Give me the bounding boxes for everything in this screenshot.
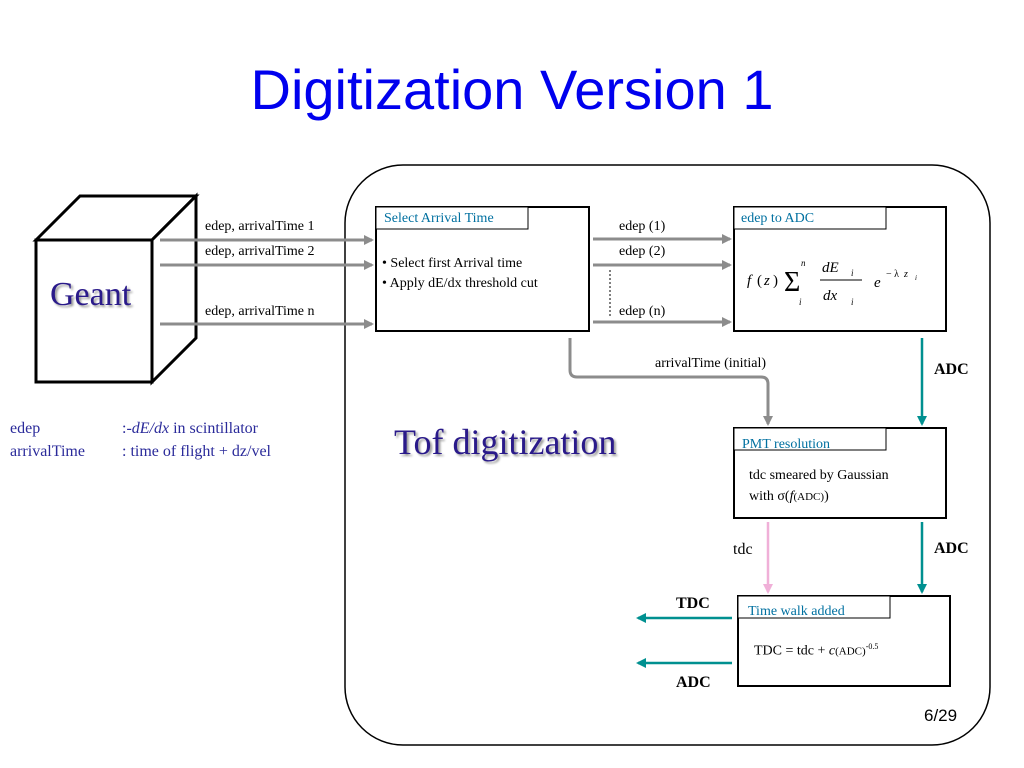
edep-label-2: edep (2) [619, 244, 666, 259]
legend-edep-def: :-dE/dx in scintillator [122, 419, 258, 440]
pmt-box-line1: tdc smeared by Gaussian [749, 468, 889, 483]
tdc-output-label: TDC [676, 595, 710, 612]
svg-text:dx: dx [823, 288, 838, 304]
pmt-line2-sub: (ADC) [793, 491, 825, 503]
svg-text:i: i [851, 297, 854, 307]
svg-text:− λ: − λ [886, 269, 899, 280]
select-box-tab [375, 206, 529, 230]
svg-text:e: e [874, 275, 881, 291]
select-box-line2: • Apply dE/dx threshold cut [382, 276, 538, 291]
geant-cube [32, 192, 200, 386]
svg-text:i: i [851, 268, 854, 278]
input-label-n: edep, arrivalTime n [205, 304, 315, 319]
timewalk-formula: TDC = tdc + c(ADC)-0.5 [754, 642, 878, 662]
adc-output-label: ADC [676, 674, 711, 691]
edep-label-n: edep (n) [619, 304, 666, 319]
adc-label-2: ADC [934, 540, 969, 557]
input-label-1: edep, arrivalTime 1 [205, 219, 315, 234]
arrival-initial-arrow [568, 338, 773, 426]
pmt-box-line2: with σ(f(ADC)) [749, 488, 829, 507]
adc-formula: f ( z ) Σ n i dE i dx i e − λ z i [747, 258, 917, 307]
geant-label: Geant [50, 276, 132, 313]
pmt-line2-suffix: ) [824, 489, 829, 504]
legend-arrival-def: : time of flight + dz/vel [122, 443, 271, 460]
pmt-line2-f: f [789, 489, 794, 504]
arrival-initial-label: arrivalTime (initial) [655, 356, 767, 371]
legend-edep-rest: in scintillator [169, 420, 258, 437]
tof-region [344, 164, 991, 746]
svg-text:z: z [903, 269, 908, 280]
legend-edep-term: edep [10, 420, 41, 437]
tdc-label: tdc [733, 541, 753, 558]
pmt-box-tab [733, 427, 887, 451]
svg-text:(: ( [757, 273, 762, 289]
pmt-line2-prefix: with σ( [749, 489, 790, 504]
svg-text:n: n [801, 258, 806, 268]
legend-arrival-term: arrivalTime [10, 443, 85, 460]
timewalk-formula-prefix: TDC = tdc + [754, 643, 829, 659]
svg-text:): ) [773, 273, 778, 289]
svg-text:f: f [747, 273, 753, 289]
legend-edep-prefix: :- [122, 420, 132, 437]
slide-title: Digitization Version 1 [250, 58, 774, 121]
select-box-title: Select Arrival Time [384, 211, 494, 226]
edep-label-1: edep (1) [619, 219, 666, 234]
svg-text:dE: dE [822, 260, 839, 276]
select-box-line1: • Select first Arrival time [382, 256, 523, 271]
svg-text:i: i [915, 274, 917, 282]
page-number: 6/29 [924, 706, 958, 725]
pmt-box-title: PMT resolution [742, 437, 831, 452]
adc-label-1: ADC [934, 361, 969, 378]
timewalk-formula-c: c [828, 643, 836, 659]
svg-text:Σ: Σ [784, 267, 800, 298]
timewalk-formula-sup: -0.5 [865, 642, 879, 651]
svg-text:z: z [763, 273, 770, 289]
legend-edep-italic: dE/dx [131, 420, 170, 437]
adc-box-title: edep to ADC [741, 211, 815, 226]
timewalk-formula-sub: (ADC) [835, 645, 866, 658]
svg-text:i: i [799, 297, 802, 307]
adc-box-tab [733, 206, 887, 230]
tof-label: Tof digitization [394, 422, 617, 462]
timewalk-box-title: Time walk added [748, 604, 845, 619]
timewalk-box-tab [737, 595, 891, 619]
input-label-2: edep, arrivalTime 2 [205, 244, 315, 259]
